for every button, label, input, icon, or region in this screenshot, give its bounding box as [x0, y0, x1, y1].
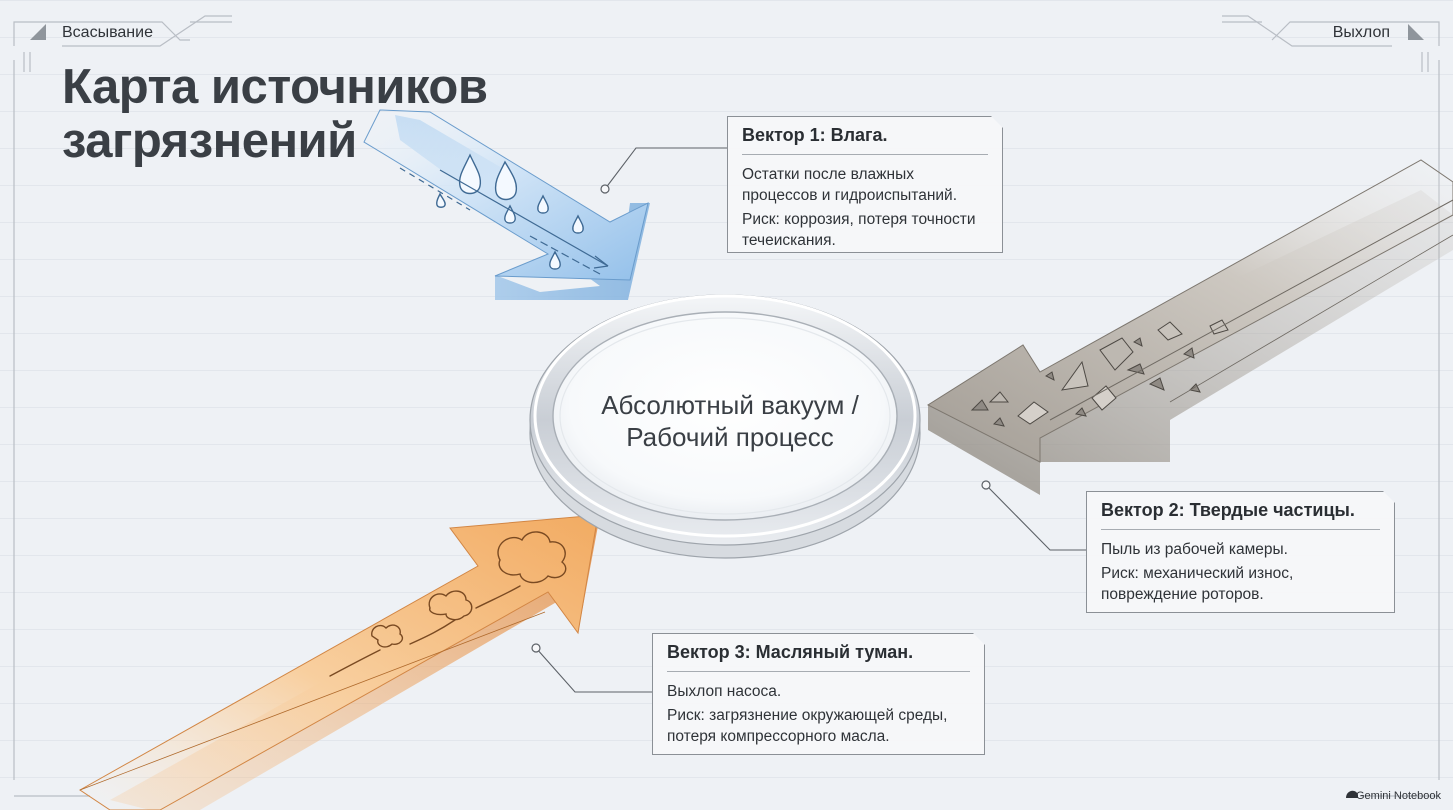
- callout-oil-mist-risk: Риск: загрязнение окружающей среды, поте…: [667, 707, 948, 745]
- left-corner-triangle: [30, 24, 46, 40]
- callout-moisture: Вектор 1: Влага. Остатки после влажных п…: [727, 116, 1003, 253]
- leader-lines: [535, 147, 1086, 693]
- callout-moisture-heading: Вектор 1: Влага.: [742, 125, 988, 155]
- leader-dots: [531, 184, 991, 653]
- callout-particles: Вектор 2: Твердые частицы. Пыль из рабоч…: [1086, 491, 1395, 613]
- exhaust-label: Выхлоп: [1332, 24, 1390, 41]
- title-line-1: Карта источников: [62, 60, 488, 114]
- moisture-arrow: [363, 109, 650, 300]
- intake-label: Всасывание: [62, 24, 153, 41]
- title-line-2: загрязнений: [62, 114, 357, 168]
- center-label: Абсолютный вакуум / Рабочий процесс: [560, 389, 900, 453]
- callout-particles-heading: Вектор 2: Твердые частицы.: [1101, 500, 1380, 530]
- frame-lines: [13, 15, 1440, 797]
- notebook-logo-icon: [1346, 790, 1358, 798]
- center-label-line-2: Рабочий процесс: [626, 422, 834, 452]
- callout-oil-mist-source: Выхлоп насоса.: [667, 683, 782, 700]
- central-disc: [529, 294, 921, 559]
- callout-particles-source: Пыль из рабочей камеры.: [1101, 541, 1288, 558]
- callout-particles-risk: Риск: механический износ, повреждение ро…: [1101, 565, 1294, 603]
- callout-moisture-risk: Риск: коррозия, потеря точности течеиска…: [742, 211, 976, 249]
- callout-moisture-source: Остатки после влажных процессов и гидрои…: [742, 166, 958, 204]
- center-label-line-1: Абсолютный вакуум /: [601, 390, 859, 420]
- watermark: Gemini Notebook: [1356, 790, 1441, 802]
- particles-arrow: [926, 159, 1453, 495]
- callout-oil-mist-heading: Вектор 3: Масляный туман.: [667, 642, 970, 672]
- oil-mist-arrow: [79, 514, 600, 810]
- page-title: Карта источников загрязнений: [62, 60, 488, 168]
- right-corner-triangle: [1408, 24, 1424, 40]
- callout-oil-mist: Вектор 3: Масляный туман. Выхлоп насоса.…: [652, 633, 985, 755]
- watermark-text: Gemini Notebook: [1356, 790, 1441, 802]
